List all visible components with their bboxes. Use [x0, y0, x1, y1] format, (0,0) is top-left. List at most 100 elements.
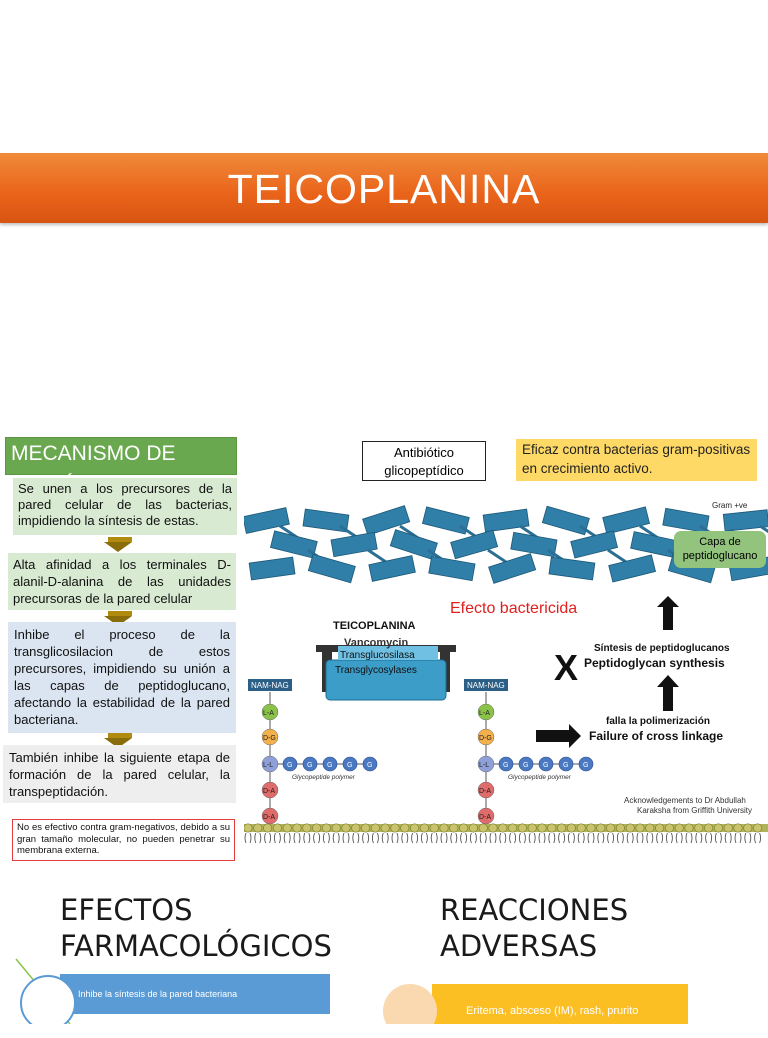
lipid-tail — [577, 832, 585, 844]
lipid-tail — [509, 832, 517, 844]
lipid-tail — [322, 832, 330, 844]
lipid-head — [488, 823, 498, 833]
step-arrow-head-3 — [104, 738, 132, 748]
glycan-label: G — [523, 762, 528, 769]
peptidoglycan-block — [421, 506, 470, 535]
polymer-label: Glycopeptide polymer — [292, 774, 356, 781]
polymer-label: Glycopeptide polymer — [508, 774, 572, 781]
lipid-head — [557, 823, 567, 833]
glycan-label: G — [583, 762, 588, 769]
step-arrow-3 — [108, 733, 132, 738]
peptidoglycan-block — [488, 553, 537, 584]
vancomycin-label: Vancomycin — [344, 637, 408, 649]
residue-label: L-A — [479, 710, 490, 717]
lipid-tail — [283, 832, 291, 844]
peptidoglycan-block — [428, 555, 476, 582]
lipid-tail — [362, 832, 370, 844]
lipid-tail — [411, 832, 419, 844]
residue-node — [477, 703, 495, 721]
glycan-unit — [362, 756, 378, 772]
adverse-heading-line-2: ADVERSAS — [440, 929, 598, 963]
lipid-head — [733, 823, 743, 833]
lipid-head — [341, 823, 351, 833]
lipid-tail — [371, 832, 379, 844]
mechanism-step-1: Se unen a los precursores de la pared ce… — [13, 478, 237, 535]
step-arrow-head-1 — [104, 542, 132, 552]
lipid-tail — [626, 832, 634, 844]
teicoplanina-label: TEICOPLANINA — [333, 620, 416, 632]
lipid-head — [253, 823, 263, 833]
lipid-head — [331, 823, 341, 833]
peptidoglycan-block — [482, 508, 530, 533]
mechanism-step-2: Alta afinidad a los terminales D-alanil-… — [8, 553, 236, 610]
lipid-tail — [754, 832, 762, 844]
lipid-head — [282, 823, 292, 833]
up-arrow-2 — [657, 675, 679, 711]
right-arrow — [536, 724, 581, 748]
peptidoglycan-block — [608, 554, 657, 583]
lipid-tail — [420, 832, 428, 844]
lipid-head — [351, 823, 361, 833]
lipid-head — [655, 823, 665, 833]
cell-membrane — [244, 823, 768, 844]
lipid-head — [478, 823, 488, 833]
lipid-head — [380, 823, 390, 833]
lipid-head — [292, 823, 302, 833]
x-mark: X — [554, 647, 578, 688]
effects-circle-icon — [15, 958, 76, 1024]
mechanism-step-3: Inhibe el proceso de la transglicosilaci… — [8, 622, 236, 733]
lipid-tail — [244, 832, 252, 844]
peptidoglycan-block — [368, 555, 416, 582]
lipid-tail — [675, 832, 683, 844]
lipid-head — [272, 823, 282, 833]
lipid-head — [674, 823, 684, 833]
peptidoglycan-block — [662, 507, 710, 534]
lipid-tail — [528, 832, 536, 844]
residue-label: L-A — [263, 710, 274, 717]
glycan-unit — [282, 756, 298, 772]
lipid-tail — [332, 832, 340, 844]
lipid-tail — [548, 832, 556, 844]
lipid-tail — [705, 832, 713, 844]
nam-nag-label: NAM-NAG — [251, 681, 289, 690]
glycan-label: G — [327, 762, 332, 769]
adverse-circle-icon — [383, 984, 437, 1024]
lipid-head — [704, 823, 714, 833]
lipid-head — [508, 823, 518, 833]
lipid-head — [635, 823, 645, 833]
enzyme-es-label: Transglucosilasa — [340, 650, 415, 661]
nam-nag-label: NAM-NAG — [467, 681, 505, 690]
lipid-tail — [381, 832, 389, 844]
nam-nag-box — [248, 679, 292, 691]
step-arrow-2 — [108, 611, 132, 616]
residue-label: D-G — [479, 735, 492, 742]
residue-label: L-L — [479, 762, 489, 769]
failure-en-label: Failure of cross linkage — [589, 729, 723, 743]
effects-heading-line-1: EFECTOS — [60, 893, 193, 927]
lipid-head — [664, 823, 674, 833]
lipid-head — [566, 823, 576, 833]
lipid-head — [684, 823, 694, 833]
residue-label: D-A — [479, 788, 491, 795]
lipid-head — [537, 823, 547, 833]
lipid-tail — [656, 832, 664, 844]
lipid-head — [263, 823, 273, 833]
lipid-tail — [352, 832, 360, 844]
lipid-tail — [567, 832, 575, 844]
lipid-head — [527, 823, 537, 833]
page-title: TEICOPLANINA — [227, 166, 541, 212]
peptidoglycan-block — [389, 529, 438, 560]
residue-label: D-A — [263, 788, 275, 795]
lipid-head — [743, 823, 753, 833]
lipid-tail — [489, 832, 497, 844]
residue-label: L-L — [263, 762, 273, 769]
lipid-head — [547, 823, 557, 833]
lipid-head — [517, 823, 527, 833]
lipid-head — [419, 823, 429, 833]
lipid-tail — [499, 832, 507, 844]
mechanism-step-4: También inhibe la siguiente etapa de for… — [3, 745, 236, 803]
glycan-unit — [322, 756, 338, 772]
lipid-head — [361, 823, 371, 833]
peptidoglycan-diagram: Gram +ve TEICOPLANINA Vancomycin Transgl… — [244, 501, 768, 844]
